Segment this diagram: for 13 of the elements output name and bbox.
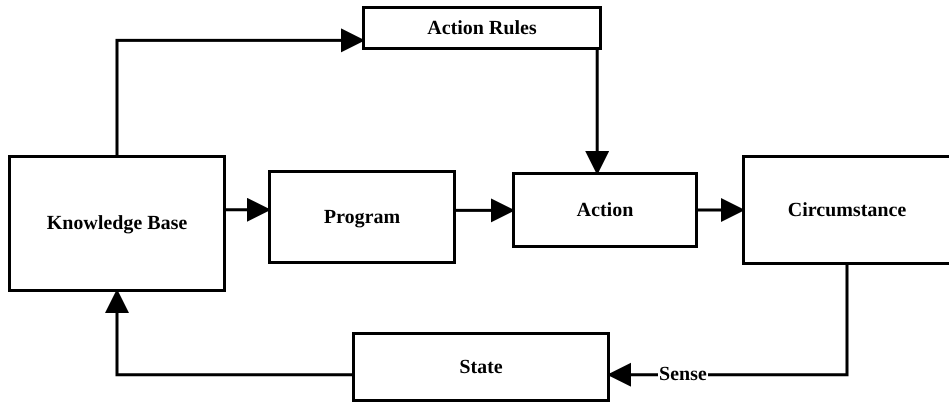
box-label: Action Rules (427, 16, 537, 40)
process-box (8, 155, 226, 292)
process-box (362, 6, 602, 50)
box-label: Circumstance (788, 198, 906, 222)
box-label: Knowledge Base (46, 212, 188, 235)
box-label: Program (324, 206, 400, 228)
process-box (352, 332, 610, 402)
arrow (585, 50, 610, 175)
process-box (742, 155, 949, 265)
box-label: State (459, 356, 503, 378)
box-label: Action (576, 198, 634, 222)
process-box (268, 170, 456, 264)
process-box (512, 172, 698, 248)
